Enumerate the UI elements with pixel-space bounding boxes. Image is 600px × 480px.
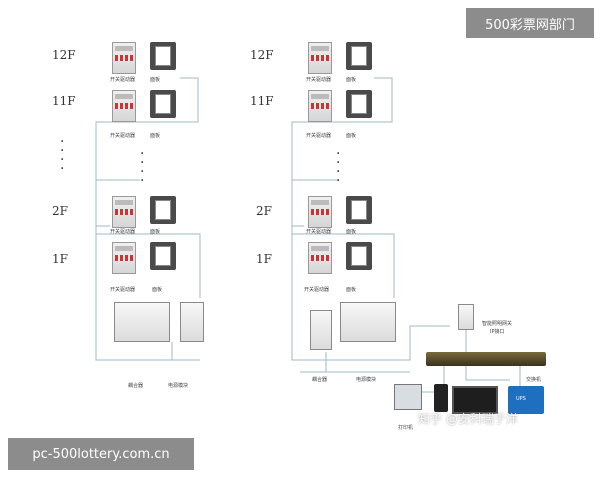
floor-label-2f: 2F	[52, 204, 68, 218]
power-module-right	[310, 310, 332, 350]
coupler-device-left	[114, 302, 170, 342]
watermark-top-right: 500彩票网部门	[466, 8, 594, 38]
floor-label-11f: 11F	[52, 94, 76, 108]
switch-actuator-2f-left	[112, 196, 136, 228]
switch-actuator-12f-left	[112, 42, 136, 74]
watermark-bottom-left: pc-500lottery.com.cn	[8, 438, 194, 470]
ups-label: UPS	[516, 396, 526, 402]
switch-actuator-label: 开关驱动器	[110, 77, 136, 83]
switch-actuator-1f-right	[308, 242, 332, 274]
switch-actuator-2f-right	[308, 196, 332, 228]
panel-label: 面板	[346, 77, 357, 83]
ellipsis-dots-left-mid: ····	[140, 146, 145, 189]
switch-actuator-label: 开关驱动器	[306, 77, 332, 83]
floor-label-12f: 12F	[52, 48, 76, 62]
coupler-label-left: 耦合器	[128, 383, 144, 389]
panel-label: 面板	[150, 133, 161, 139]
floor-label-2f: 2F	[256, 204, 272, 218]
switch-actuator-label: 开关驱动器	[306, 133, 332, 139]
network-switch-device	[426, 352, 546, 366]
panel-label: 面板	[150, 77, 161, 83]
panel-label: 面板	[152, 287, 163, 293]
switch-actuator-label: 开关驱动器	[110, 229, 136, 235]
switch-actuator-label: 开关驱动器	[304, 287, 330, 293]
printer-label: 打印机	[398, 425, 414, 431]
power-module-label-left: 电源模块	[168, 383, 189, 389]
wall-panel-1f-left	[150, 242, 176, 270]
switch-label: 交换机	[526, 377, 542, 383]
switch-actuator-11f-right	[308, 90, 332, 122]
ellipsis-dots-left: ····	[60, 134, 65, 177]
floor-label-1f: 1F	[52, 252, 68, 266]
wall-panel-12f-right	[346, 42, 372, 70]
power-module-left	[180, 302, 204, 342]
printer-icon	[394, 384, 422, 410]
pc-tower-icon	[434, 384, 448, 412]
ip-gateway-device	[458, 304, 474, 330]
monitor-icon	[452, 386, 498, 414]
ups-icon	[508, 386, 544, 414]
coupler-device-right	[340, 302, 396, 342]
switch-actuator-12f-right	[308, 42, 332, 74]
floor-label-12f: 12F	[250, 48, 274, 62]
switch-actuator-label: 开关驱动器	[110, 287, 136, 293]
wall-panel-11f-right	[346, 90, 372, 118]
panel-label: 面板	[346, 133, 357, 139]
wall-panel-11f-left	[150, 90, 176, 118]
floor-label-1f: 1F	[256, 252, 272, 266]
gateway-label-line2: IP接口	[490, 329, 505, 335]
switch-actuator-11f-left	[112, 90, 136, 122]
panel-label: 面板	[150, 229, 161, 235]
coupler-label-right: 耦合器	[312, 377, 328, 383]
wall-panel-12f-left	[150, 42, 176, 70]
ellipsis-dots-right-mid: ····	[336, 146, 341, 189]
panel-label: 面板	[346, 287, 357, 293]
wall-panel-1f-right	[346, 242, 372, 270]
switch-actuator-1f-left	[112, 242, 136, 274]
zhihu-watermark: 知乎 @安科瑞于洋	[418, 412, 518, 426]
gateway-label-line1: 智能照明网关	[482, 321, 513, 327]
floor-label-11f: 11F	[250, 94, 274, 108]
power-module-label-right: 电源模块	[356, 377, 377, 383]
switch-actuator-label: 开关驱动器	[110, 133, 136, 139]
panel-label: 面板	[346, 229, 357, 235]
switch-actuator-label: 开关驱动器	[306, 229, 332, 235]
wall-panel-2f-left	[150, 196, 176, 224]
wall-panel-2f-right	[346, 196, 372, 224]
